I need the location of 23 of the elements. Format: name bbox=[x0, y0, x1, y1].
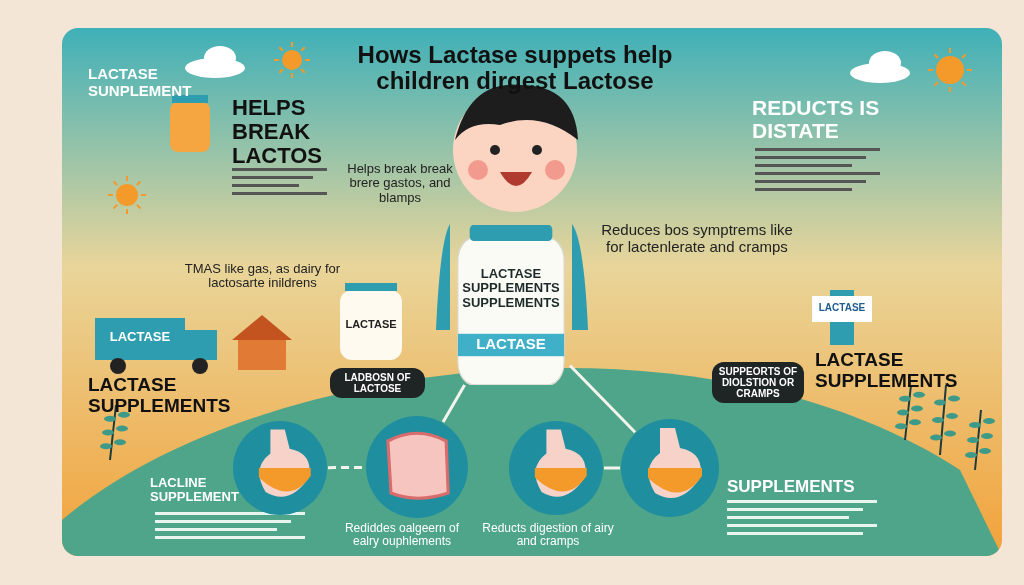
heading: LACTASE SUNPLEMENT bbox=[88, 66, 193, 99]
connector-line bbox=[604, 466, 620, 470]
caption: Reducts digestion of airy and cramps bbox=[481, 522, 615, 549]
caption: Helps break break brere gastos, and blamps bbox=[346, 162, 454, 205]
heading: LACTASE SUPPLEMENTS bbox=[88, 375, 232, 417]
heading: REDUCTS IS DISTATE bbox=[752, 96, 881, 143]
caption: TMAS like gas, as dairy for lactosarte inildrens bbox=[183, 262, 342, 291]
heading: LACTASE SUPPLEMENTS bbox=[815, 350, 959, 392]
heading: LACLINE SUPPLEMENT bbox=[150, 476, 240, 505]
connector-line bbox=[328, 465, 365, 470]
connector-line bbox=[568, 364, 637, 434]
heading: HELPS BREAK LACTOS bbox=[232, 96, 324, 169]
bottle-band-label: LACTASE bbox=[475, 336, 547, 353]
label-badge: SUPPEORTS OF DIOLSTION OR CRAMPS bbox=[712, 362, 804, 403]
jar-label: LACTASE bbox=[344, 318, 398, 331]
sign-label: LACTASE bbox=[817, 302, 867, 313]
truck-label: LACTASE bbox=[108, 330, 172, 345]
heading: SUPPLEMENTS bbox=[727, 478, 856, 497]
bottle-label: LACTASE SUPPLEMENTS SUPPLEMENTS bbox=[462, 267, 560, 310]
caption: Rediddes oalgeern of ealry ouphlements bbox=[343, 522, 461, 549]
label-badge: LADBOSN OF LACTOSE bbox=[330, 368, 425, 398]
caption: Reduces bos symptrems like for lactenlerate and cramps bbox=[600, 222, 794, 255]
connector-line bbox=[441, 384, 466, 423]
